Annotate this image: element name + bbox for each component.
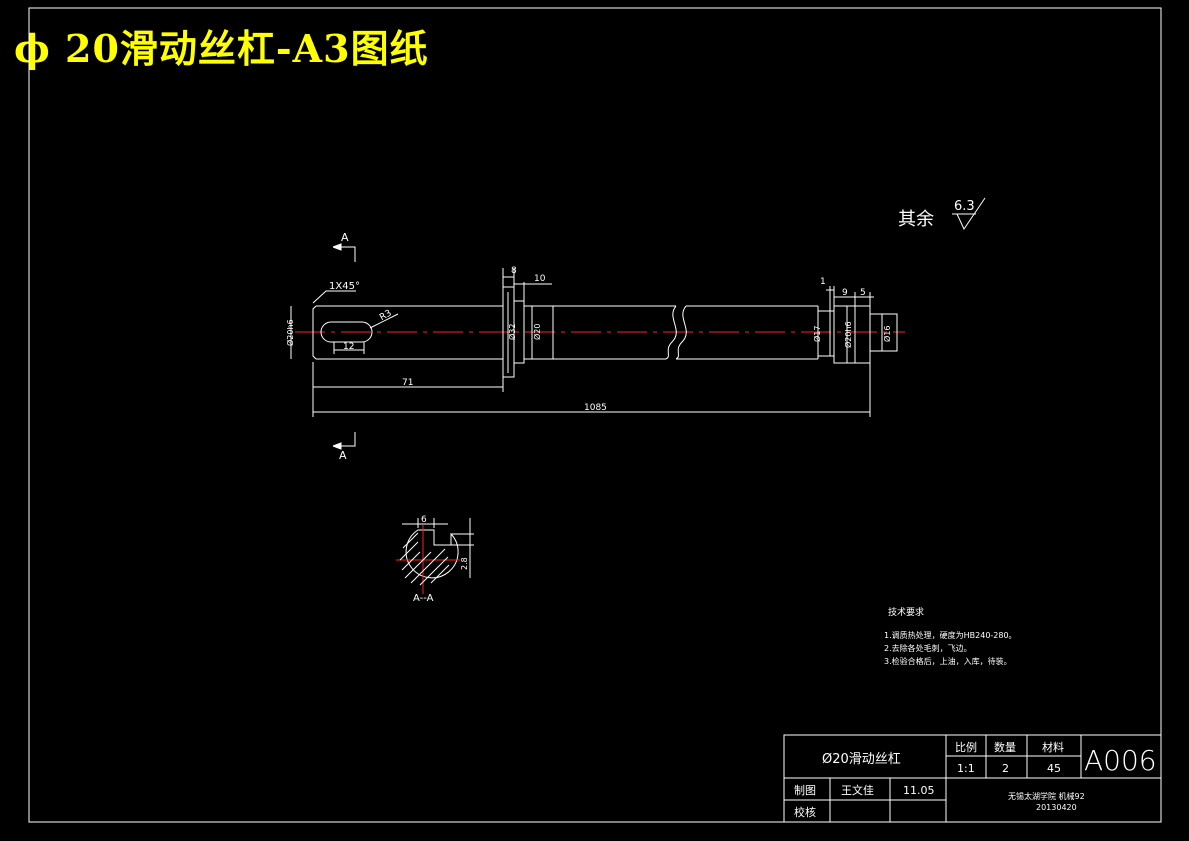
keyway-slot <box>320 321 373 343</box>
shaft-outline <box>312 286 898 378</box>
dim-right-1: 1 <box>820 277 826 287</box>
dim-d-left: Ø20h6 <box>285 319 295 346</box>
tb-school: 无锡太湖学院 机械92 <box>1008 791 1085 801</box>
section-mark-bottom <box>332 432 356 450</box>
dim-len-71: 71 <box>402 378 413 388</box>
dim-slot-length: 12 <box>343 342 354 352</box>
tb-drawn-by: 王文佳 <box>841 783 874 797</box>
dim-collar-gap: 10 <box>534 274 546 284</box>
section-letter-top: A <box>341 231 349 244</box>
dim-d-17: Ø17 <box>812 326 822 342</box>
tb-drawn-label: 制图 <box>794 784 816 797</box>
dim-right-5: 5 <box>860 288 866 298</box>
tb-drawing-no: A006 <box>1084 744 1157 777</box>
tb-part-name: Ø20滑动丝杠 <box>822 751 901 767</box>
tech-item-2: 2.去除各处毛刺，飞边。 <box>884 643 972 653</box>
tb-checked-label: 校核 <box>794 805 816 819</box>
banner-title: ϕ 20滑动丝杠-A3图纸 <box>14 26 429 71</box>
section-aa-view <box>396 525 460 594</box>
sheet-border <box>28 7 1162 823</box>
tb-student-id: 20130420 <box>1036 803 1077 812</box>
tb-drawn-date: 11.05 <box>903 784 935 797</box>
tb-material: 45 <box>1047 762 1061 775</box>
dim-d-neck: Ø20 <box>532 324 542 340</box>
dim-d-right: Ø20h6 <box>843 321 853 348</box>
dim-slot-radius: R3 <box>378 308 393 323</box>
tech-item-1: 1.调质热处理，硬度为HB240-280。 <box>884 630 1017 640</box>
tech-heading: 技术要求 <box>888 606 924 618</box>
dim-section-width: 6 <box>421 515 427 525</box>
section-aa-label: A--A <box>413 593 434 604</box>
section-letter-bottom: A <box>339 449 347 462</box>
dim-total-len: 1085 <box>584 403 607 413</box>
dim-collar-width: 8 <box>511 266 517 276</box>
dim-right-9: 9 <box>842 288 848 298</box>
tech-item-3: 3.检验合格后，上油，入库，待装。 <box>884 656 1012 666</box>
dim-d-collar: Ø32 <box>507 324 517 340</box>
tb-scale-header: 比例 <box>955 740 977 754</box>
tb-qty-header: 数量 <box>994 741 1016 754</box>
title-block <box>783 734 1162 823</box>
section-mark-top <box>332 243 356 262</box>
roughness-label: 其余 <box>898 209 934 230</box>
dim-section-depth: 2.8 <box>460 557 469 570</box>
tb-material-header: 材料 <box>1042 740 1064 754</box>
roughness-symbol <box>956 197 986 231</box>
roughness-value: 6.3 <box>954 199 975 214</box>
dim-d-end: Ø16 <box>882 326 892 342</box>
tb-scale: 1:1 <box>957 762 975 775</box>
tb-qty: 2 <box>1002 762 1009 775</box>
dim-chamfer: 1X45° <box>329 281 360 292</box>
